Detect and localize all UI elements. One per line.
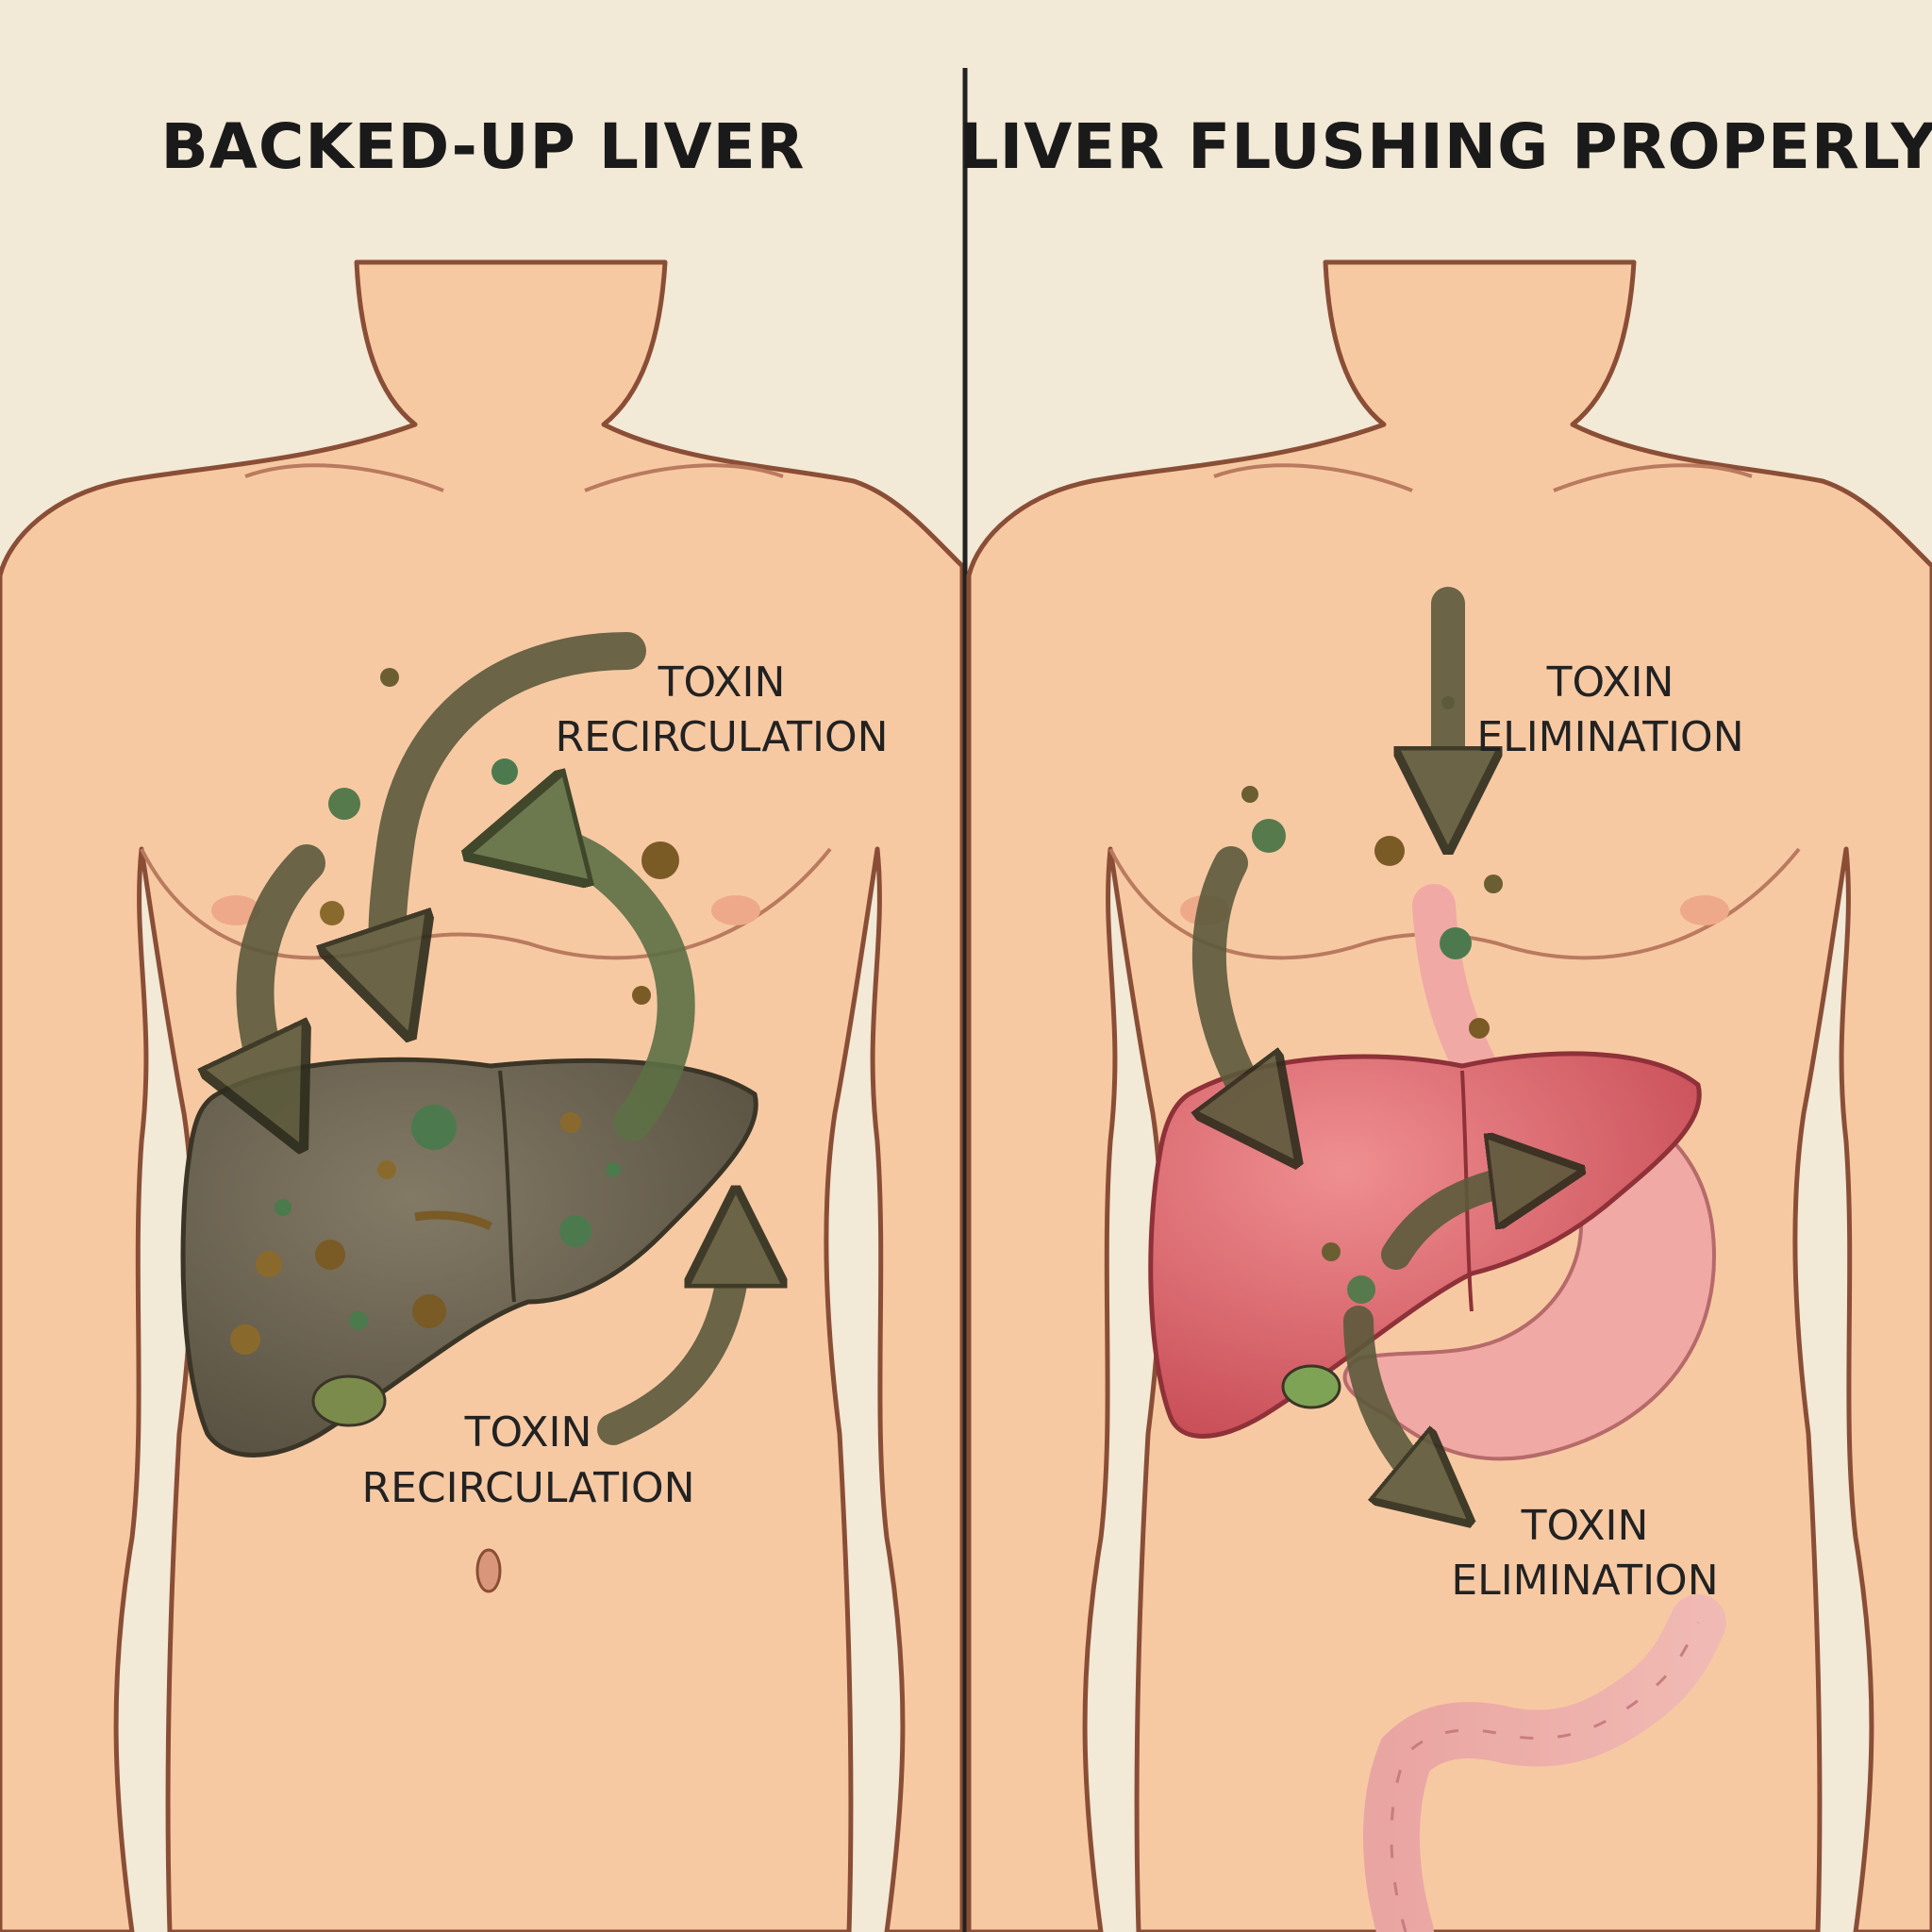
elimination-arrows bbox=[1209, 587, 1547, 1500]
right-label-bottom-line1: TOXIN bbox=[1521, 1502, 1649, 1550]
right-nipple bbox=[1680, 895, 1729, 925]
arrow-into-liver bbox=[1209, 846, 1274, 1132]
left-chest-line bbox=[140, 847, 832, 960]
arrow-up-loop bbox=[509, 841, 695, 1141]
left-navel bbox=[475, 1548, 502, 1593]
left-collarbone bbox=[244, 463, 784, 492]
right-label-top-line2: ELIMINATION bbox=[1476, 713, 1743, 761]
gallbladder bbox=[1281, 1364, 1341, 1409]
arrow-to-stomach bbox=[1381, 1174, 1547, 1270]
liver-ligament bbox=[498, 1070, 516, 1303]
right-title: LIVER FLUSHING PROPERLY bbox=[959, 110, 1932, 183]
right-panel: LIVER FLUSHING PROPERLY TOXIN ELIMINATIO… bbox=[959, 110, 1932, 1932]
arrow-down-center bbox=[388, 632, 646, 995]
left-label-bottom-line2: RECIRCULATION bbox=[362, 1464, 695, 1512]
floating-particles bbox=[1241, 696, 1503, 1304]
colon-texture bbox=[1390, 1622, 1700, 1932]
toxin-spots bbox=[230, 1105, 621, 1355]
left-title: BACKED-UP LIVER bbox=[161, 110, 806, 183]
congested-liver bbox=[180, 1057, 758, 1457]
left-nipple bbox=[211, 895, 260, 925]
arrow-to-intestine bbox=[1343, 1306, 1443, 1500]
arrow-up-right bbox=[597, 1226, 736, 1445]
right-collarbone bbox=[1213, 463, 1753, 492]
right-label-top-line1: TOXIN bbox=[1546, 658, 1674, 707]
left-label-top-line1: TOXIN bbox=[658, 658, 786, 707]
arrow-down-left bbox=[255, 844, 325, 1108]
recirculation-arrows bbox=[255, 632, 736, 1445]
right-label-bottom-line2: ELIMINATION bbox=[1451, 1557, 1718, 1605]
gallbladder bbox=[311, 1374, 387, 1427]
left-panel: BACKED-UP LIVER TOXIN RECIRCULATION TOXI… bbox=[0, 110, 965, 1932]
left-nipple bbox=[711, 895, 760, 925]
left-label-top-line2: RECIRCULATION bbox=[556, 713, 889, 761]
left-label-bottom-line1: TOXIN bbox=[464, 1408, 592, 1457]
